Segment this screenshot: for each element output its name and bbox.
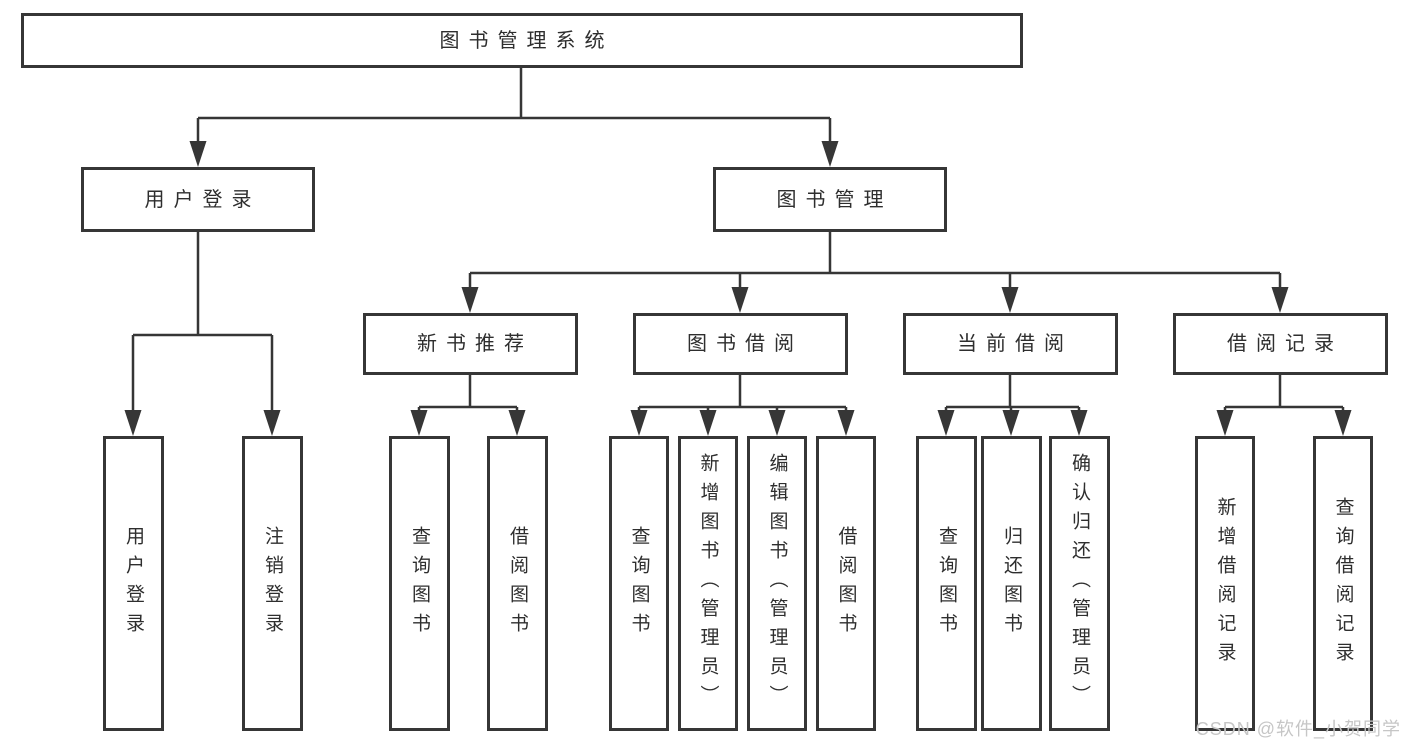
leaf-logout: 注销登录 xyxy=(242,436,303,731)
leaf-borrow-books-borrowing: 借阅图书 xyxy=(816,436,876,731)
leaf-return-books: 归还图书 xyxy=(981,436,1042,731)
node-user-login: 用户登录 xyxy=(81,167,315,232)
leaf-edit-books-admin: 编辑图书（管理员） xyxy=(747,436,807,731)
leaf-query-borrow-record: 查询借阅记录 xyxy=(1313,436,1373,731)
watermark: CSDN @软件_小贺同学 xyxy=(1195,719,1401,739)
leaf-query-books-recommend: 查询图书 xyxy=(389,436,450,731)
leaf-add-books-admin: 新增图书（管理员） xyxy=(678,436,738,731)
leaf-borrow-books-recommend: 借阅图书 xyxy=(487,436,548,731)
node-book-management: 图书管理 xyxy=(713,167,947,232)
leaf-user-login: 用户登录 xyxy=(103,436,164,731)
node-book-borrowing: 图书借阅 xyxy=(633,313,848,375)
leaf-add-borrow-record: 新增借阅记录 xyxy=(1195,436,1255,731)
node-root: 图书管理系统 xyxy=(21,13,1023,68)
leaf-query-books-borrowing: 查询图书 xyxy=(609,436,669,731)
node-borrow-records: 借阅记录 xyxy=(1173,313,1388,375)
node-current-borrowing: 当前借阅 xyxy=(903,313,1118,375)
node-new-book-recommend: 新书推荐 xyxy=(363,313,578,375)
leaf-query-books-current: 查询图书 xyxy=(916,436,977,731)
leaf-confirm-return-admin: 确认归还（管理员） xyxy=(1049,436,1110,731)
